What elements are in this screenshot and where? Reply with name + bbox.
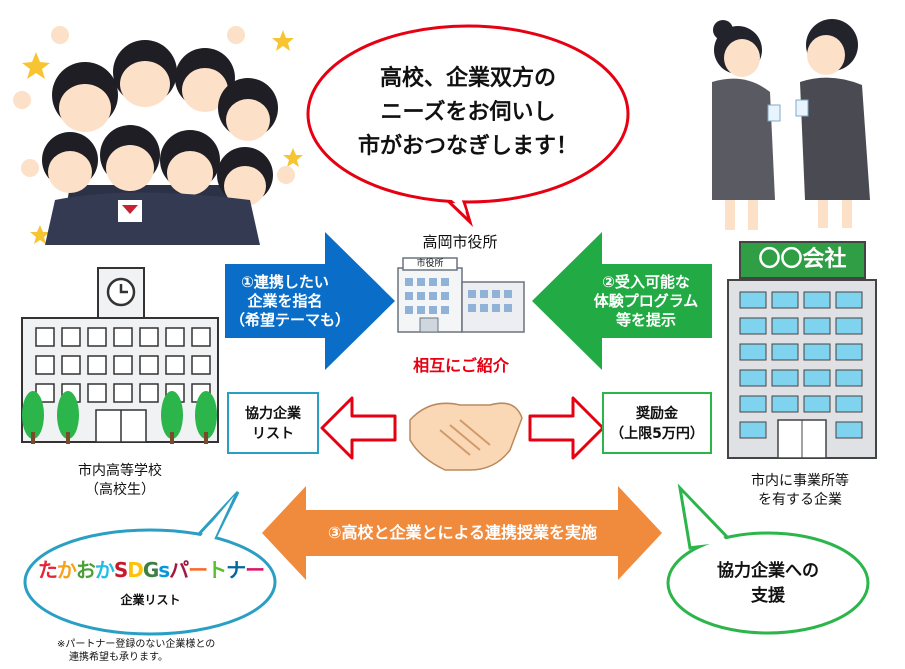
students-illustration	[13, 26, 303, 245]
logo-char: た	[37, 558, 58, 582]
logo-char: ナ	[226, 558, 246, 582]
city-hall-sign: 市役所	[416, 259, 444, 269]
sdgs-partner-logo: たかおかSDGsパートナー	[36, 556, 266, 584]
support-line: 支援	[751, 586, 785, 606]
company-label-line: を有する企業	[758, 492, 842, 508]
high-school-building	[21, 267, 219, 444]
handshake-icon	[409, 402, 523, 471]
company-building	[727, 241, 877, 459]
star-icon	[30, 225, 50, 244]
logo-char: か	[94, 558, 115, 582]
arrow-bottom-label: ③高校と企業とによる連携授業を実施	[327, 523, 598, 542]
logo-char: ー	[245, 558, 265, 582]
center-bubble-line: 市がおつなぎします！	[357, 134, 578, 159]
logo-char: G	[142, 558, 159, 582]
footnote-line: ※パートナー登録のない企業様との	[57, 639, 216, 650]
center-bubble-line: ニーズをお伺いし	[380, 100, 556, 125]
company-label: 市内に事業所等 を有する企業	[720, 472, 880, 510]
logo-char: D	[127, 558, 144, 582]
arrow-left-line: （希望テーマも）	[230, 311, 351, 329]
city-hall-building	[397, 257, 525, 333]
logo-char: パ	[169, 558, 189, 582]
company-sign: 〇〇会社	[758, 247, 847, 272]
school-label: 市内高等学校 （高校生）	[45, 462, 195, 500]
subsidy-card: 奨励金 （上限5万円）	[602, 392, 712, 454]
arrow-right-line: 等を提示	[615, 311, 676, 329]
arrow-right-text: ②受入可能な 体験プログラム 等を提示	[578, 273, 714, 330]
sdgs-sub-label: 企業リスト	[120, 593, 181, 607]
support-bubble	[666, 483, 870, 635]
logo-char: ー	[188, 558, 208, 582]
red-arrow-left	[320, 396, 397, 460]
footnote-line: 連携希望も承ります。	[69, 652, 168, 663]
star-icon	[272, 30, 294, 51]
partner-list-card: 協力企業 リスト	[227, 392, 319, 454]
school-label-line: （高校生）	[85, 482, 155, 498]
arrow-left-line: ①連携したい	[241, 273, 329, 291]
logo-char: S	[113, 558, 128, 582]
city-hall-title: 高岡市役所	[422, 233, 498, 251]
logo-char: ト	[207, 558, 227, 582]
company-label-line: 市内に事業所等	[751, 473, 849, 489]
arrow-right-line: ②受入可能な	[602, 273, 690, 291]
arrow-left-text: ①連携したい 企業を指名 （希望テーマも）	[230, 273, 351, 330]
orange-arrow	[262, 486, 662, 580]
trees	[22, 391, 217, 444]
star-icon	[283, 148, 303, 167]
arrow-left-line: 企業を指名	[247, 292, 323, 310]
star-icon	[22, 52, 50, 79]
center-bubble-text: 高校、企業双方の ニーズをお伺いし 市がおつなぎします！	[355, 62, 581, 164]
red-arrow-right	[528, 396, 605, 460]
card-right-line: （上限5万円）	[610, 426, 704, 442]
blue-arrow	[225, 232, 395, 370]
mutual-intro-label: 相互にご紹介	[413, 356, 509, 375]
center-bubble-line: 高校、企業双方の	[379, 66, 556, 91]
center-speech-bubble	[306, 24, 630, 228]
support-line: 協力企業への	[717, 561, 819, 581]
arrow-right-line: 体験プログラム	[593, 292, 699, 310]
card-left-line: リスト	[252, 426, 294, 442]
green-arrow	[532, 232, 712, 370]
logo-char: か	[56, 558, 77, 582]
sdgs-partner-bubble	[23, 490, 277, 636]
logo-char: s	[158, 558, 170, 582]
card-left-line: 協力企業	[245, 406, 301, 422]
business-people-illustration	[712, 19, 870, 230]
school-label-line: 市内高等学校	[78, 463, 162, 479]
support-bubble-text: 協力企業への 支援	[700, 559, 836, 609]
logo-char: お	[75, 558, 96, 582]
card-right-line: 奨励金	[636, 406, 678, 422]
footnote: ※パートナー登録のない企業様との 連携希望も承ります。	[57, 638, 215, 664]
